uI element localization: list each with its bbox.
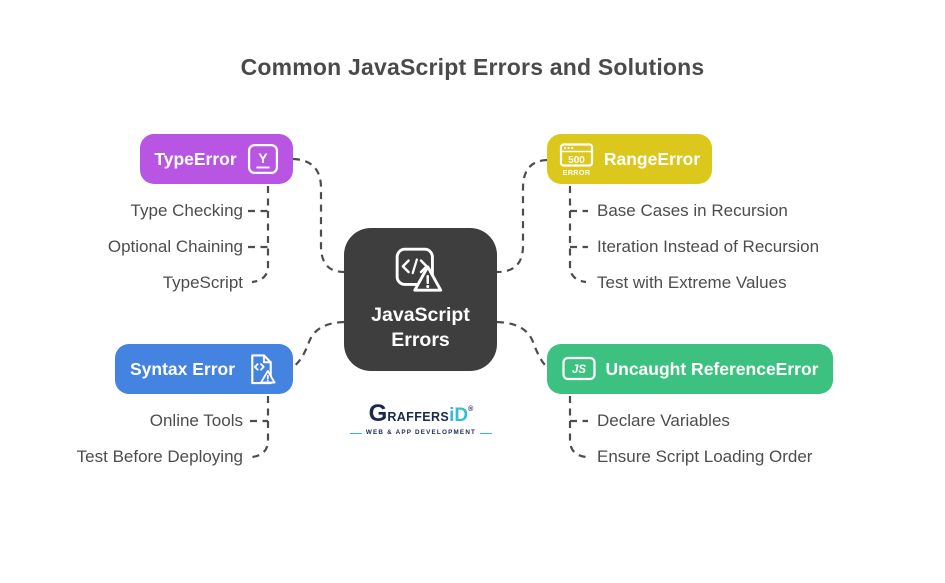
connector-referenceerror <box>496 320 548 368</box>
logo-letter-g: G <box>368 400 388 427</box>
spine-syntaxerror <box>251 396 270 459</box>
solution-item: Online Tools <box>149 411 243 430</box>
connector-typeerror <box>292 157 345 274</box>
svg-text:Y: Y <box>258 150 268 166</box>
solution-item: TypeScript <box>162 273 243 292</box>
solution-item: Test with Extreme Values <box>597 273 787 292</box>
spine-referenceerror <box>568 396 587 459</box>
solution-item: Optional Chaining <box>107 237 243 256</box>
code-warning-icon <box>395 247 442 292</box>
tagline-dash-left <box>349 432 362 434</box>
solution-item: Declare Variables <box>597 411 730 430</box>
logo-text-id: iD <box>449 405 469 426</box>
page-title: Common JavaScript Errors and Solutions <box>240 54 705 80</box>
spine-rangeerror <box>568 186 587 284</box>
tagline-dash-right <box>480 432 493 434</box>
registered-trademark-symbol: ® <box>468 406 474 413</box>
file-code-warning-icon <box>251 353 276 384</box>
branch-node-syntaxerror: Syntax Error <box>115 344 293 394</box>
center-label-line1: JavaScript <box>371 304 470 326</box>
type-tool-icon: Y <box>247 143 278 175</box>
js-badge-icon: JS <box>561 356 596 381</box>
spine-typeerror <box>251 186 270 284</box>
logo-wordmark: GRAFFERSiD® <box>345 402 497 426</box>
logo-tagline: WEB & APP DEVELOPMENT <box>345 429 497 436</box>
solution-item: Base Cases in Recursion <box>597 201 788 220</box>
svg-text:ERROR: ERROR <box>562 168 590 177</box>
center-label: JavaScript Errors <box>371 303 470 353</box>
connector-syntaxerror <box>292 320 345 368</box>
solution-item: Ensure Script Loading Order <box>597 447 813 466</box>
solution-item: Type Checking <box>130 201 243 220</box>
branch-node-referenceerror: JS Uncaught ReferenceError <box>547 344 833 394</box>
connector-rangeerror <box>496 158 548 274</box>
logo-text-raffers: RAFFERS <box>387 410 450 424</box>
center-label-line2: Errors <box>391 329 450 351</box>
branch-node-rangeerror: 500 ERROR RangeError <box>547 134 712 184</box>
branch-node-typeerror: TypeError Y <box>140 134 293 184</box>
svg-text:JS: JS <box>571 364 585 376</box>
error-500-window-icon: 500 ERROR <box>559 142 593 177</box>
svg-text:500: 500 <box>568 155 585 166</box>
solution-item: Iteration Instead of Recursion <box>597 237 820 256</box>
graffersid-logo: GRAFFERSiD® WEB & APP DEVELOPMENT <box>345 402 497 436</box>
center-node-javascript-errors: JavaScript Errors <box>344 228 497 371</box>
branch-label: Syntax Error <box>129 358 236 379</box>
branch-label: Uncaught ReferenceError <box>605 358 819 379</box>
branch-label: RangeError <box>603 148 701 169</box>
tagline-text: WEB & APP DEVELOPMENT <box>365 429 477 436</box>
solution-item: Test Before Deploying <box>76 447 243 466</box>
branch-label: TypeError <box>154 148 237 169</box>
